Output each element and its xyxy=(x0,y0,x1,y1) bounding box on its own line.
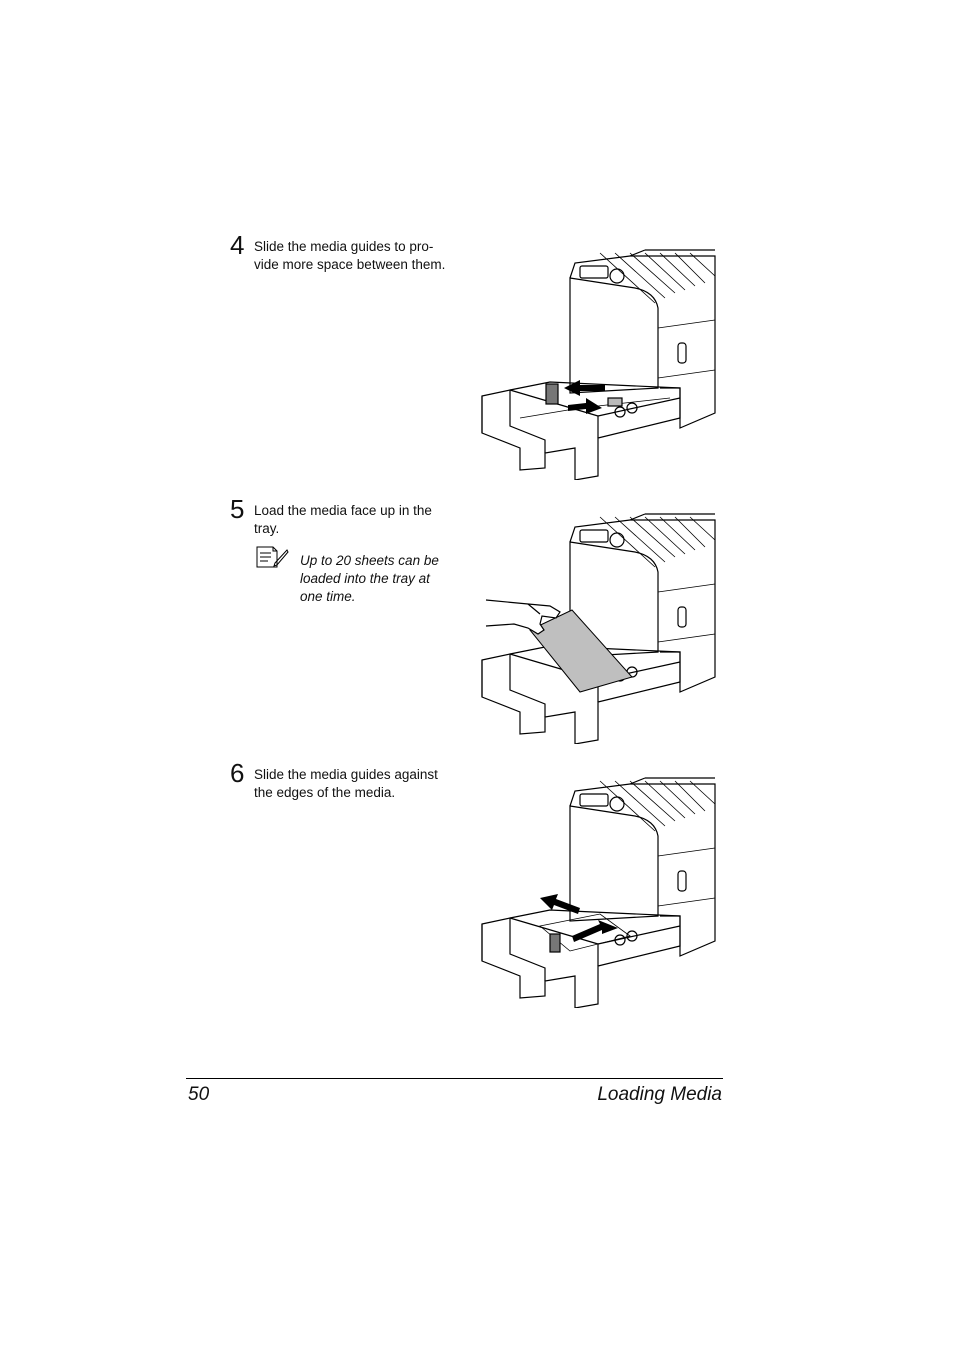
footer-divider xyxy=(186,1078,723,1079)
step-5-note-line3: one time. xyxy=(300,589,356,604)
note-pencil-icon xyxy=(256,546,289,568)
step-6-number: 6 xyxy=(230,758,245,788)
section-title: Loading Media xyxy=(597,1084,722,1105)
step-6-text-line1: Slide the media guides against xyxy=(254,767,438,782)
step-5-note-line1: Up to 20 sheets can be xyxy=(300,553,439,568)
step-4-illustration xyxy=(481,249,716,480)
step-4-text: Slide the media guides to pro- vide more… xyxy=(254,238,445,274)
step-5-text-line1: Load the media face up in the xyxy=(254,503,432,518)
step-5-text-line2: tray. xyxy=(254,521,280,536)
step-5-note-line2: loaded into the tray at xyxy=(300,571,430,586)
step-4-text-line2: vide more space between them. xyxy=(254,257,446,272)
step-4-text-line1: Slide the media guides to pro- xyxy=(254,239,434,254)
step-5-note: Up to 20 sheets can be loaded into the t… xyxy=(300,552,439,606)
step-5-number: 5 xyxy=(230,494,245,524)
step-6-text: Slide the media guides against the edges… xyxy=(254,766,438,802)
step-6-text-line2: the edges of the media. xyxy=(254,785,396,800)
page-number: 50 xyxy=(188,1084,210,1105)
step-5-illustration xyxy=(481,513,716,744)
step-4-number: 4 xyxy=(230,230,245,260)
step-5-text: Load the media face up in the tray. xyxy=(254,502,432,538)
step-6-illustration xyxy=(481,777,716,1008)
